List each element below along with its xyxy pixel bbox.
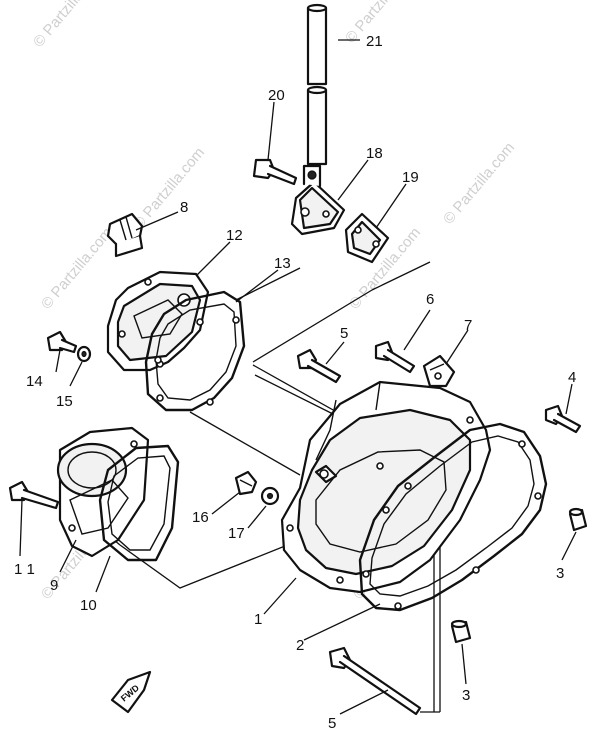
label-3-lower: 3 [462, 687, 470, 704]
part-1-crankcase-cover [280, 380, 492, 594]
part-14-bolt [46, 330, 78, 354]
label-16: 16 [192, 509, 209, 526]
label-6: 5 [328, 715, 336, 732]
label-7: 7 [464, 317, 472, 334]
part-11-bolt [8, 480, 60, 510]
part-6-long-bolt [328, 646, 422, 716]
label-5-left: 5 [340, 325, 348, 342]
label-19: 19 [402, 169, 419, 186]
part-17-washer [260, 486, 280, 506]
label-10: 10 [80, 597, 97, 614]
label-4: 4 [568, 369, 576, 386]
part-15-washer [76, 345, 92, 363]
part-16-bolt [234, 470, 258, 496]
watermark-7: © Partzilla.com [130, 144, 208, 232]
label-5-right: 6 [426, 291, 434, 308]
part-2-gasket [358, 422, 548, 612]
part-10-gasket [98, 444, 180, 562]
watermark-8: © Partzilla.com [440, 139, 518, 227]
label-leaders [19, 39, 577, 715]
part-13-gasket [144, 290, 246, 412]
label-11-visible: 1 1 [14, 561, 35, 578]
label-8: 8 [180, 199, 188, 216]
label-1: 1 [254, 611, 262, 628]
label-20: 20 [268, 87, 285, 104]
label-21: 21 [366, 33, 383, 50]
label-18: 18 [366, 145, 383, 162]
part-20-bolt [252, 158, 298, 186]
label-9: 9 [50, 577, 58, 594]
label-14: 14 [26, 373, 43, 390]
label-13: 13 [274, 255, 291, 272]
part-3-dowel-lower [450, 619, 472, 644]
part-7-clip [422, 354, 456, 388]
watermark-1: © Partzilla.com [30, 0, 108, 51]
part-19-plate [344, 212, 390, 264]
part-9-cover [56, 426, 150, 558]
watermark-3: © Partzilla.com [38, 224, 116, 312]
fwd-arrow: FWD [110, 670, 152, 714]
part-8-oil-cap [106, 212, 144, 258]
label-17: 17 [228, 525, 245, 542]
label-15: 15 [56, 393, 73, 410]
part-5-bolt-right [374, 340, 416, 374]
part-3-dowel-upper [568, 507, 588, 532]
label-12: 12 [226, 227, 243, 244]
label-3-upper: 3 [556, 565, 564, 582]
part-18-bracket [290, 164, 346, 236]
part-12-cover [106, 270, 210, 372]
part-21-hose [306, 3, 328, 166]
part-5-bolt-left [296, 348, 342, 384]
part-4-bolt [544, 404, 582, 434]
part-labels: 21 20 18 19 8 12 13 6 5 7 4 14 15 16 17 … [14, 33, 576, 732]
label-2: 2 [296, 637, 304, 654]
